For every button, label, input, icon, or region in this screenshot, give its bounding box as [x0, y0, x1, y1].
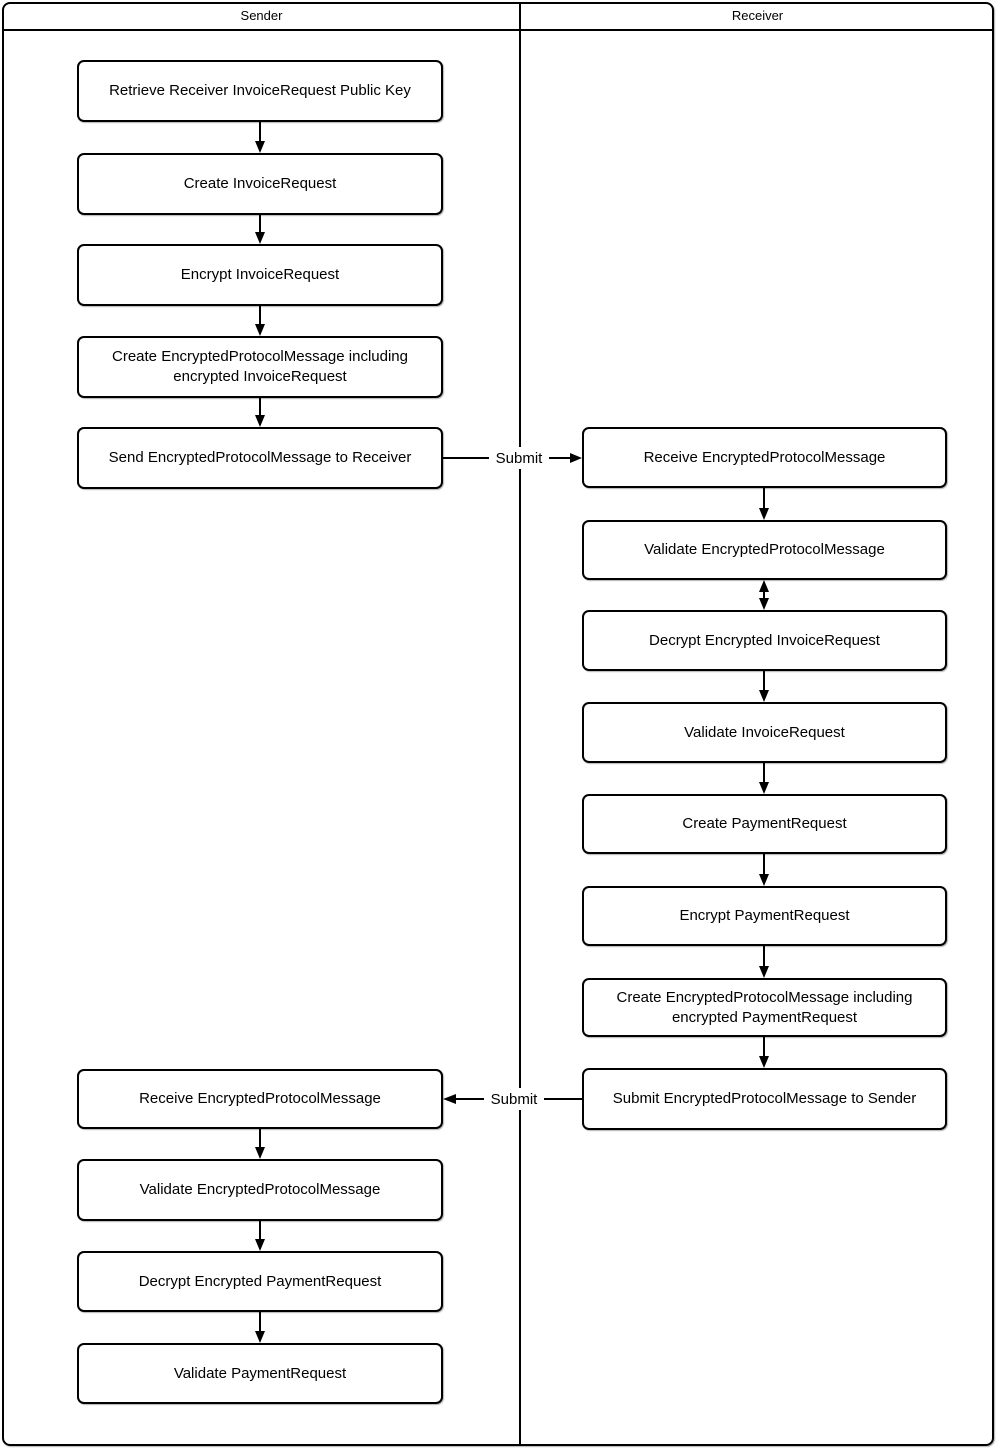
- node-send-encryptedprotocolmessage-to-receiver: Send EncryptedProtocolMessage to Receive…: [77, 427, 443, 489]
- lane-title-receiver: Receiver: [731, 8, 784, 23]
- arrow-decrypt-to-validate-ir: [759, 671, 769, 702]
- node-validate-invoicerequest: Validate InvoiceRequest: [582, 702, 947, 763]
- node-receiver-validate-encryptedprotocolmessage: Validate EncryptedProtocolMessage: [582, 520, 947, 580]
- arrow-decrypt-to-validate-pr: [255, 1312, 265, 1343]
- arrow-create-epm-pr-to-submit: [759, 1037, 769, 1068]
- edge-label-submit-to-receiver: Submit: [489, 447, 549, 469]
- arrow-create-to-encrypt: [255, 215, 265, 244]
- arrow-encrypt-to-create-epm: [255, 306, 265, 336]
- arrow-create-pr-to-encrypt-pr: [759, 854, 769, 886]
- node-retrieve-receiver-invoicerequest-public-key: Retrieve Receiver InvoiceRequest Public …: [77, 60, 443, 122]
- node-receiver-receive-encryptedprotocolmessage: Receive EncryptedProtocolMessage: [582, 427, 947, 488]
- node-submit-encryptedprotocolmessage-to-sender: Submit EncryptedProtocolMessage to Sende…: [582, 1068, 947, 1130]
- node-sender-validate-encryptedprotocolmessage: Validate EncryptedProtocolMessage: [77, 1159, 443, 1221]
- arrow-validate-ir-to-create-pr: [759, 763, 769, 794]
- arrow-receive-to-validate: [759, 488, 769, 520]
- node-create-encryptedprotocolmessage-invoicerequest: Create EncryptedProtocolMessage includin…: [77, 336, 443, 398]
- node-create-invoicerequest: Create InvoiceRequest: [77, 153, 443, 215]
- node-decrypt-encrypted-paymentrequest: Decrypt Encrypted PaymentRequest: [77, 1251, 443, 1312]
- arrow-create-epm-to-send: [255, 398, 265, 427]
- arrow-validate-to-decrypt-sender: [255, 1221, 265, 1251]
- edge-label-submit-to-sender: Submit: [484, 1088, 544, 1110]
- arrow-retrieve-to-create: [255, 122, 265, 153]
- arrow-encrypt-pr-to-create-epm-pr: [759, 946, 769, 978]
- arrow-validate-decrypt-bidirectional: [759, 580, 769, 610]
- lane-divider: [519, 4, 521, 1445]
- lane-title-sender: Sender: [240, 8, 283, 23]
- node-encrypt-paymentrequest: Encrypt PaymentRequest: [582, 886, 947, 946]
- node-encrypt-invoicerequest: Encrypt InvoiceRequest: [77, 244, 443, 306]
- node-sender-receive-encryptedprotocolmessage: Receive EncryptedProtocolMessage: [77, 1069, 443, 1129]
- lane-header-separator: [3, 29, 993, 31]
- node-decrypt-encrypted-invoicerequest: Decrypt Encrypted InvoiceRequest: [582, 610, 947, 671]
- arrow-receive-to-validate-sender: [255, 1129, 265, 1159]
- node-validate-paymentrequest: Validate PaymentRequest: [77, 1343, 443, 1404]
- node-create-paymentrequest: Create PaymentRequest: [582, 794, 947, 854]
- node-create-encryptedprotocolmessage-paymentrequest: Create EncryptedProtocolMessage includin…: [582, 978, 947, 1037]
